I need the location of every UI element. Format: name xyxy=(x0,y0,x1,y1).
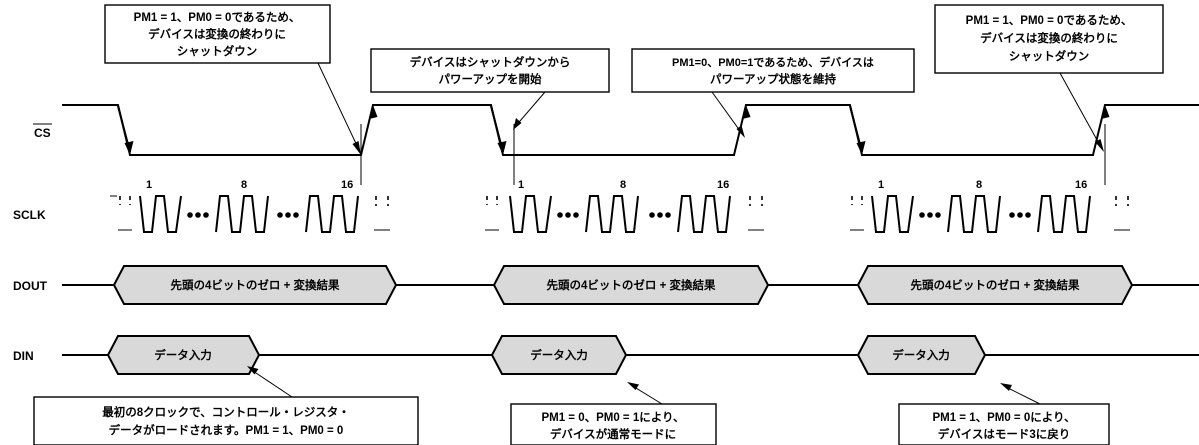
signal-label-din: DIN xyxy=(13,349,34,363)
callout-text: PM1 = 1、PM0 = 0であるため、 xyxy=(966,14,1133,27)
clock-ellipsis-dot xyxy=(195,212,201,218)
clock-ellipsis-dot xyxy=(277,212,283,218)
clock-ellipsis-dot xyxy=(285,212,291,218)
cs-arrowhead xyxy=(369,105,378,119)
dout-data-cell xyxy=(856,265,1134,305)
clock-ellipsis-dot xyxy=(657,212,663,218)
dout-cell-label: 先頭の4ビットのゼロ + 変換結果 xyxy=(170,278,340,292)
dout-cell-label: 先頭の4ビットのゼロ + 変換結果 xyxy=(546,278,716,292)
callout-box xyxy=(370,48,610,93)
cs-arrowhead xyxy=(856,141,866,155)
callout-box xyxy=(898,403,1110,445)
callout-text: デバイスはモード3に戻り xyxy=(938,427,1071,441)
din-data-cell xyxy=(856,335,987,375)
callout-box xyxy=(33,396,419,445)
din-cell-label: データ入力 xyxy=(154,348,212,362)
leader-line xyxy=(1059,72,1103,150)
leader-arrowhead xyxy=(247,366,259,375)
callout-text: パワーアップを開始 xyxy=(438,72,542,86)
callout-text: シャットダウン xyxy=(1009,49,1090,63)
signal-label-dout: DOUT xyxy=(13,279,48,293)
leader-arrowhead xyxy=(627,382,639,390)
signal-label-cs: CS xyxy=(34,126,51,140)
callout-text: デバイスは変換の終わりに xyxy=(980,31,1118,45)
leader-arrowhead xyxy=(1095,139,1104,152)
clock-number-label: 1 xyxy=(518,179,524,191)
leader-arrowhead xyxy=(736,125,745,138)
cs-waveform xyxy=(62,104,1199,156)
din-data-cell xyxy=(106,335,261,375)
callout-text: データがロードされます。PM1 = 1、PM0 = 0 xyxy=(109,423,344,437)
clock-ellipsis-dot xyxy=(565,212,571,218)
clock-ellipsis-dot xyxy=(293,212,299,218)
callout-box xyxy=(510,403,717,445)
leader-line xyxy=(249,368,293,398)
clock-ellipsis-dot xyxy=(919,212,925,218)
callout-text: デバイスはシャットダウンから xyxy=(410,55,571,69)
sclk-group-1 xyxy=(110,195,390,233)
callout-text: PM1 = 0、PM0 = 1により、 xyxy=(541,411,684,424)
callout-text: PM1=0、PM0=1であるため、デバイスは xyxy=(672,55,874,69)
clock-number-label: 16 xyxy=(341,179,353,191)
callout-text: デバイスが通常モードに xyxy=(550,427,676,441)
clock-number-label: 1 xyxy=(878,179,884,191)
callout-text: シャットダウン xyxy=(177,44,258,58)
clock-ellipsis-dot xyxy=(187,212,193,218)
clock-ellipsis-dot xyxy=(927,212,933,218)
callout-box xyxy=(934,4,1164,74)
clock-ellipsis-dot xyxy=(203,212,209,218)
leader-line xyxy=(317,62,361,153)
dout-data-cell xyxy=(112,265,398,305)
clock-ellipsis-dot xyxy=(557,212,563,218)
cs-arrowhead xyxy=(742,105,751,119)
clock-ellipsis-dot xyxy=(573,212,579,218)
callout-text: デバイスは変換の終わりに xyxy=(148,27,286,41)
clock-ellipsis-dot xyxy=(665,212,671,218)
dout-cell-label: 先頭の4ビットのゼロ + 変換結果 xyxy=(910,278,1080,292)
leader-arrowhead xyxy=(1000,383,1012,391)
clock-ellipsis-dot xyxy=(649,212,655,218)
callout-text: PM1 = 1、PM0 = 0であるため、 xyxy=(134,11,301,24)
callout-text: パワーアップ状態を維持 xyxy=(710,72,837,86)
clock-ellipsis-dot xyxy=(1009,212,1015,218)
leader-line xyxy=(711,91,744,136)
cs-arrowhead xyxy=(497,141,507,155)
din-cell-label: データ入力 xyxy=(530,348,588,362)
clock-ellipsis-dot xyxy=(1017,212,1023,218)
callout-text: PM1 = 1、PM0 = 0により、 xyxy=(932,411,1075,424)
din-data-cell xyxy=(490,335,628,375)
sclk-group-3 xyxy=(850,195,1130,233)
leader-arrowhead xyxy=(352,141,361,155)
clock-number-label: 16 xyxy=(1075,179,1087,191)
clock-number-label: 16 xyxy=(717,179,729,191)
callout-text: 最初の8クロックで、コントロール・レジスタ・ xyxy=(102,405,349,419)
leader-arrowhead xyxy=(513,118,522,130)
clock-ellipsis-dot xyxy=(935,212,941,218)
callout-box xyxy=(631,48,915,93)
signal-label-sclk: SCLK xyxy=(13,208,46,222)
cs-arrowhead xyxy=(124,141,134,155)
clock-number-label: 8 xyxy=(241,179,247,191)
clock-number-label: 1 xyxy=(146,179,152,191)
callout-box xyxy=(104,4,331,64)
sclk-group-2 xyxy=(485,195,764,233)
clock-number-label: 8 xyxy=(620,179,626,191)
clock-number-label: 8 xyxy=(976,179,982,191)
dout-data-cell xyxy=(492,265,770,305)
cs-arrowhead xyxy=(1101,105,1110,119)
clock-ellipsis-dot xyxy=(1025,212,1031,218)
din-cell-label: データ入力 xyxy=(892,348,950,362)
